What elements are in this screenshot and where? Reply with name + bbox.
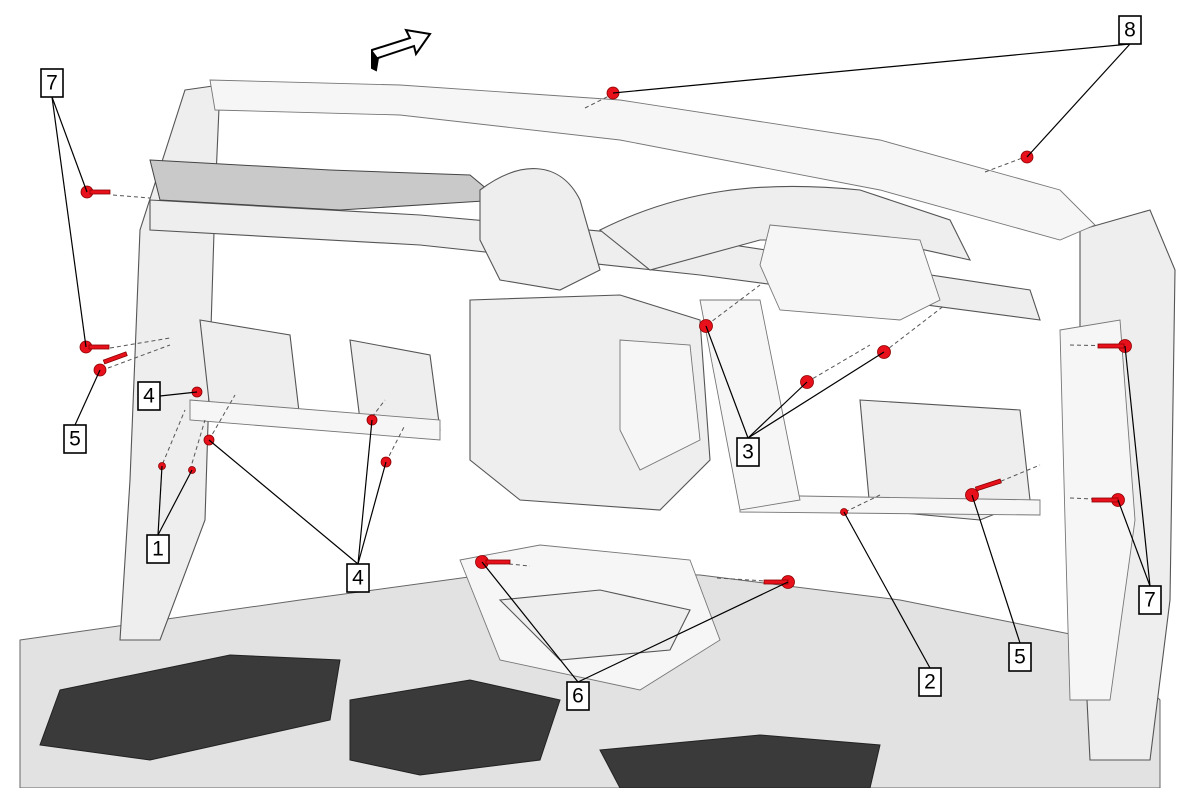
fastener-5-left-shank (102, 351, 128, 365)
callout-5-right: 5 (1008, 642, 1032, 672)
fastener-6-left-shank (485, 559, 511, 565)
vehicle-forward-arrow (371, 28, 432, 72)
hvac-blower (619, 339, 701, 471)
leader-7-lower-right (1117, 499, 1151, 587)
alignment-line (371, 399, 386, 418)
alignment-line (974, 464, 1041, 493)
callout-4-left: 4 (137, 381, 161, 411)
callout-7-left: 7 (40, 68, 64, 98)
alignment-line (806, 344, 871, 383)
fastener-7-lower-left-shank (88, 344, 110, 350)
leader-4-b (208, 439, 359, 565)
hvac-duct-left (149, 159, 502, 211)
leader-5-right (971, 494, 1021, 644)
floor-crossmember-right (599, 734, 881, 788)
alignment-lines (107, 93, 1121, 583)
vehicle-body-structure (19, 79, 1176, 788)
leader-4-d (357, 461, 387, 565)
leader-3-c (747, 351, 885, 439)
leader-4-c (357, 419, 373, 565)
floor-crossmember-center (349, 679, 561, 776)
callout-2: 2 (918, 667, 942, 697)
callout-4-label: 4 (143, 385, 155, 408)
hvac-duct-center (479, 168, 601, 291)
leader-6-left (481, 561, 579, 683)
forward-arrow-shadow (372, 50, 378, 70)
callout-3: 3 (736, 437, 760, 467)
callout-8: 8 (1118, 15, 1142, 45)
leader-4-left (159, 391, 198, 397)
leader-7-lower-left (51, 96, 87, 348)
fastener-7-lower-right-shank (1091, 497, 1119, 503)
alignment-line (716, 577, 783, 583)
leader-5-left (74, 369, 101, 426)
alignment-line (584, 93, 614, 109)
leader-3-a (705, 325, 749, 439)
callout-6: 6 (566, 681, 590, 711)
leader-1-b (157, 469, 193, 536)
steering-support-bracket (189, 399, 441, 441)
fastener-7-upper-right-shank (1097, 343, 1125, 349)
callout-5-left: 5 (63, 424, 87, 454)
callout-5-label: 5 (1014, 646, 1026, 669)
leader-2 (843, 511, 931, 669)
alignment-line (984, 156, 1026, 173)
callout-labels: 8 7 4 5 1 4 3 6 (40, 15, 1162, 711)
callout-6-label: 6 (572, 685, 584, 708)
alignment-line (109, 337, 171, 349)
callout-5-label: 5 (69, 428, 81, 451)
callout-3-label: 3 (742, 441, 754, 464)
callout-7-right: 7 (1138, 585, 1162, 615)
alignment-line (1069, 344, 1121, 347)
callout-4-label: 4 (352, 567, 364, 590)
leader-8-right (1026, 43, 1131, 158)
leader-7-upper-right (1124, 345, 1151, 587)
fastener-7-upper-left-shank (89, 189, 111, 195)
floor-crossmember-left (39, 654, 341, 761)
leader-lines (51, 43, 1151, 683)
callout-1: 1 (146, 534, 170, 564)
alignment-line (189, 419, 206, 471)
center-support-bracket (699, 299, 801, 511)
callout-7-label: 7 (46, 72, 58, 95)
leader-7-upper-left (51, 96, 88, 193)
callout-8-label: 8 (1124, 19, 1136, 42)
alignment-line (208, 394, 236, 441)
tunnel-heatshield (498, 589, 691, 661)
callout-4-bottom: 4 (346, 563, 370, 593)
cowl-top-panel (209, 79, 1096, 241)
leader-1-a (157, 465, 163, 536)
fastener-5-right-shank (974, 478, 1002, 492)
leader-6-right (577, 581, 789, 683)
leader-3-b (747, 381, 808, 439)
right-pillar-inner (1059, 319, 1136, 701)
forward-arrow-icon (371, 28, 432, 72)
passenger-airbag-housing (759, 224, 941, 321)
callout-2-label: 2 (924, 671, 936, 694)
callout-1-label: 1 (152, 538, 164, 561)
leader-8-left (612, 43, 1131, 94)
alignment-line (159, 409, 186, 471)
callout-7-label: 7 (1144, 589, 1156, 612)
alignment-line (112, 194, 151, 199)
alignment-line (883, 304, 946, 353)
